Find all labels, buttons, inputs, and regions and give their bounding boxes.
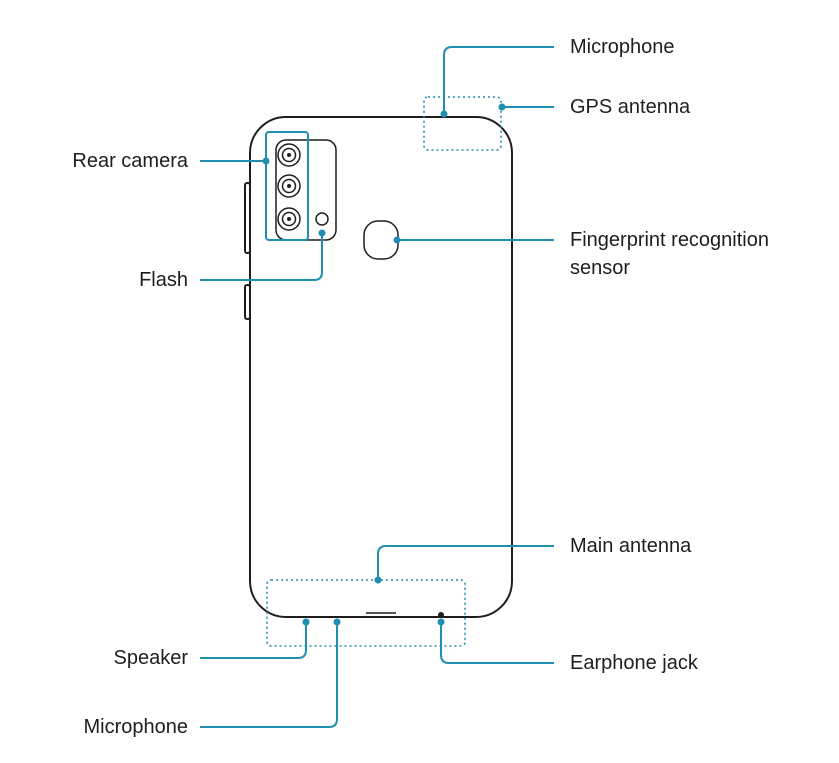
flash-led	[315, 212, 329, 226]
dot-flash	[318, 229, 326, 237]
camera-lens-3	[277, 207, 301, 231]
label-fingerprint-line2: sensor	[570, 257, 631, 279]
label-earphone-jack: Earphone jack	[570, 652, 698, 674]
label-gps-antenna: GPS antenna	[570, 96, 691, 118]
dot-speaker	[302, 618, 310, 626]
dot-rear-camera	[262, 157, 270, 165]
dot-microphone-bottom	[333, 618, 341, 626]
camera-lens-1	[277, 143, 301, 167]
earphone-jack-hole	[438, 612, 444, 618]
volume-key	[244, 182, 251, 254]
callout-speaker	[200, 622, 307, 659]
dot-gps-antenna	[498, 103, 506, 111]
label-main-antenna: Main antenna	[570, 535, 692, 557]
phone-body-outline	[249, 116, 513, 618]
fingerprint-sensor-outline	[363, 220, 399, 260]
callout-flash	[200, 234, 323, 281]
side-key	[244, 284, 251, 320]
dot-main-antenna	[374, 576, 382, 584]
label-speaker: Speaker	[113, 647, 189, 669]
callout-microphone-bottom	[200, 622, 338, 728]
camera-lens-2	[277, 174, 301, 198]
callout-microphone-top	[443, 46, 554, 113]
label-microphone-top: Microphone	[570, 36, 675, 58]
gps-antenna-area	[423, 96, 502, 151]
callout-earphone-jack	[440, 622, 554, 664]
dot-microphone-top	[440, 110, 448, 118]
callout-main-antenna	[377, 545, 554, 580]
label-flash: Flash	[139, 269, 188, 291]
rear-camera-highlight	[265, 131, 309, 241]
dot-fingerprint	[393, 236, 401, 244]
main-antenna-area	[266, 579, 466, 647]
label-rear-camera: Rear camera	[72, 150, 188, 172]
dot-earphone-jack	[437, 618, 445, 626]
label-fingerprint-line1: Fingerprint recognition	[570, 229, 769, 251]
label-microphone-bottom: Microphone	[83, 716, 188, 738]
